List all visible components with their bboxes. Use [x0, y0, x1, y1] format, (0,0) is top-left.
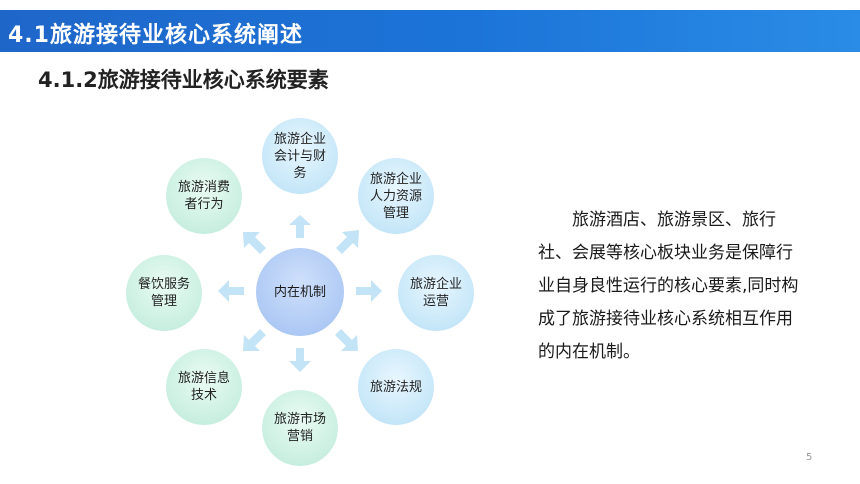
arrow-down-right-icon: [335, 329, 358, 351]
arrow-up-right-icon: [336, 230, 359, 254]
node-consumer-behavior: 旅游消费者行为: [166, 158, 242, 234]
center-node-internal-mechanism: 内在机制: [256, 248, 344, 336]
node-information-technology: 旅游信息技术: [166, 349, 242, 425]
arrow-up-icon: [289, 215, 311, 238]
arrow-up-left-icon: [243, 232, 266, 254]
node-marketing: 旅游市场营销: [262, 390, 338, 466]
page-number: 5: [806, 452, 813, 463]
arrow-down-icon: [289, 348, 311, 372]
slide-title: 4.1旅游接待业核心系统阐述: [8, 23, 303, 48]
arrow-right-icon: [356, 280, 382, 302]
node-accounting-finance: 旅游企业会计与财务: [262, 118, 338, 194]
node-food-service: 餐饮服务管理: [126, 255, 202, 331]
node-human-resources: 旅游企业人力资源管理: [358, 158, 434, 234]
description-paragraph: 旅游酒店、旅游景区、旅行社、会展等核心板块业务是保障行业自身良性运行的核心要素,…: [538, 210, 799, 362]
title-banner: 4.1旅游接待业核心系统阐述: [0, 10, 860, 52]
section-subtitle: 4.1.2旅游接待业核心系统要素: [38, 68, 329, 92]
arrow-left-icon: [218, 280, 244, 302]
arrow-down-left-icon: [243, 329, 266, 351]
node-regulations: 旅游法规: [358, 349, 434, 425]
node-operations: 旅游企业运营: [398, 255, 474, 331]
